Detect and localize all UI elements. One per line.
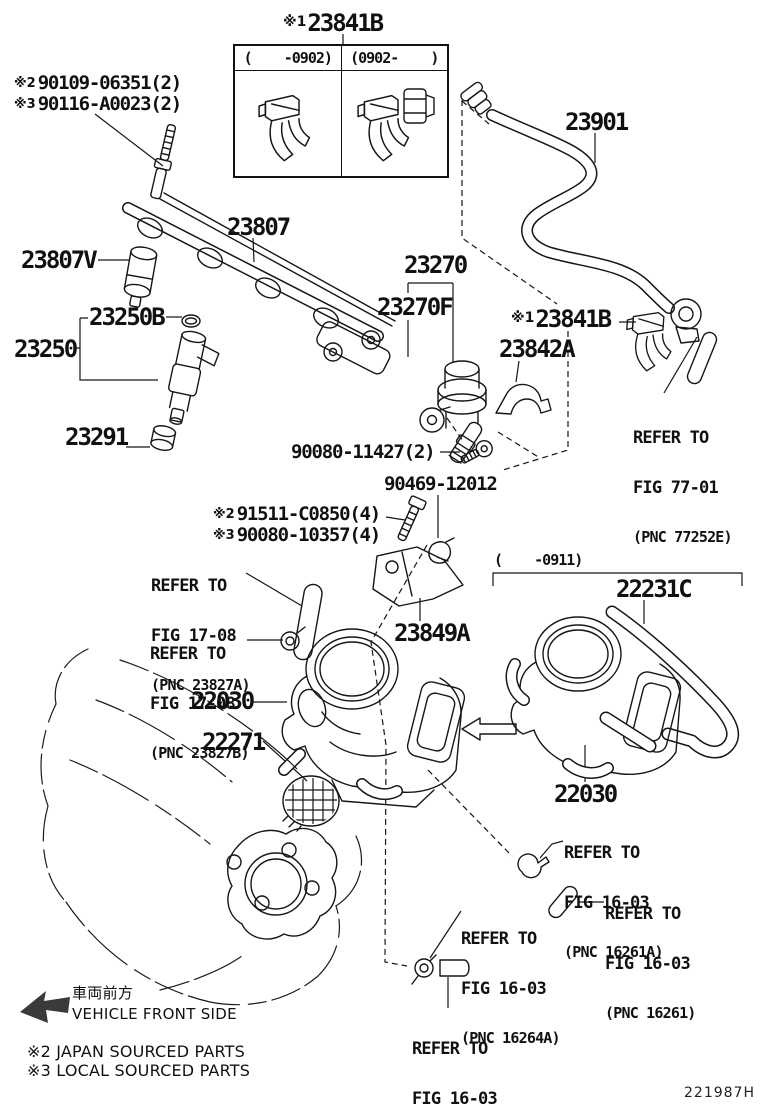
refer-note-fig-17-08-a: REFER TO FIG 17-08 (PNC 23827A) [151,576,251,694]
vehicle-front-label-jp: 車両前方 [72,984,134,1002]
stud-bolt-drawing [150,123,176,200]
label-clamp-mid: ※123841B [511,305,612,333]
refer-note-fig-17-08-b: REFER TO FIG 17-08 (PNC 23827B) [150,644,250,762]
note-japan-sourced: ※2 JAPAN SOURCED PARTS [27,1042,246,1061]
range-note-0911: ( -0911) [494,551,583,569]
vacuum-hose-drawing [293,583,323,661]
refer-note-fig-16-03-b: REFER TO FIG 16-03 (PNC 16261) [605,904,696,1022]
label-injector: 23250 [14,335,78,363]
refer-note-fig-16-03-c: REFER TO FIG 16-03 (PNC 16264A) [461,929,561,1047]
assembly-direction-arrow-icon [461,717,517,741]
clip-early-drawing [258,94,311,162]
label-fuel-hose: 23901 [565,108,629,136]
hose-clamp-drawing [495,383,552,415]
grommet-drawing [150,425,177,451]
injector-oring-drawing [181,314,201,328]
hose-16261-drawing [548,885,578,919]
engine-outline-sketch [40,648,363,1006]
throttle-body-right-drawing [505,605,740,779]
reference-mark-1: ※1 [511,310,535,326]
throttle-screen-drawing [282,775,340,832]
figure-code: 221987H [684,1085,755,1101]
reference-mark-2: ※2 [213,507,235,522]
hose-16264-drawing [439,959,470,977]
vehicle-front-arrow-icon [20,991,70,1023]
label-wire-clamp: 90469-12012 [384,473,498,495]
clamp-16264a-drawing [411,954,437,985]
reference-mark-3: ※3 [14,97,36,112]
union-bolt-drawing [460,440,493,464]
label-throttle-screen: 22271 [202,728,266,756]
hose-clamp-small-drawing [280,626,306,651]
variant-range-early: ( -0902) [235,46,342,70]
label-clamp-variants: ※123841B [283,9,384,37]
reference-mark-2: ※2 [14,76,36,91]
vehicle-front-label-en: VEHICLE FRONT SIDE [72,1005,237,1023]
variant-range-late: (0902- ) [350,49,439,67]
label-bracket: 23849A [394,619,471,647]
pipe-clip-drawing [623,309,675,374]
clamp-16261a-drawing [517,853,550,879]
variant-early-cell [235,71,342,176]
label-air-hose: 22231C [616,575,693,603]
manifold-flange-drawing [226,827,338,940]
fuel-hose-drawing [460,81,702,344]
label-fuel-rail: 23807 [227,213,291,241]
fuel-damper-drawing [123,246,158,308]
variant-table: ( -0902) (0902- ) [233,44,449,178]
refer-note-fig-77-01: REFER TO FIG 77-01 (PNC 77252E) [633,428,733,546]
pressure-regulator-drawing [419,360,487,464]
label-pressure-regulator: 23270 [404,251,468,279]
refer-note-fig-16-03-d: REFER TO FIG 16-03 (PNC 16264) [412,1039,498,1109]
label-throttle-right: 22030 [554,780,618,808]
variant-table-body [235,71,447,176]
leader-lines [76,34,743,1008]
clip-late-drawing [356,88,435,162]
label-injector-oring: 23250B [89,303,166,331]
injector-drawing [168,330,220,425]
label-regulator-oring: 23270F [377,293,454,321]
label-fuel-damper: 23807V [21,246,98,274]
label-hose-clamp: 23842A [499,335,576,363]
bracket-drawing [372,546,464,607]
reference-mark-3: ※3 [213,528,235,543]
variant-late-cell [342,71,448,176]
note-local-sourced: ※3 LOCAL SOURCED PARTS [27,1061,251,1080]
reference-mark-1: ※1 [283,14,307,30]
label-union-bolt: 90080-11427(2) [291,441,436,463]
mount-bolt-drawing [397,495,427,542]
fuel-rail-drawing [122,192,396,375]
label-throttle-left: 22030 [191,687,255,715]
refer-note-fig-16-03-a: REFER TO FIG 16-03 (PNC 16261A) [564,843,664,961]
fuel-tube-77252e-drawing [686,331,718,385]
dashed-links [370,100,569,967]
label-injector-grommet: 23291 [65,423,129,451]
variant-table-header: ( -0902) (0902- ) [235,46,447,71]
